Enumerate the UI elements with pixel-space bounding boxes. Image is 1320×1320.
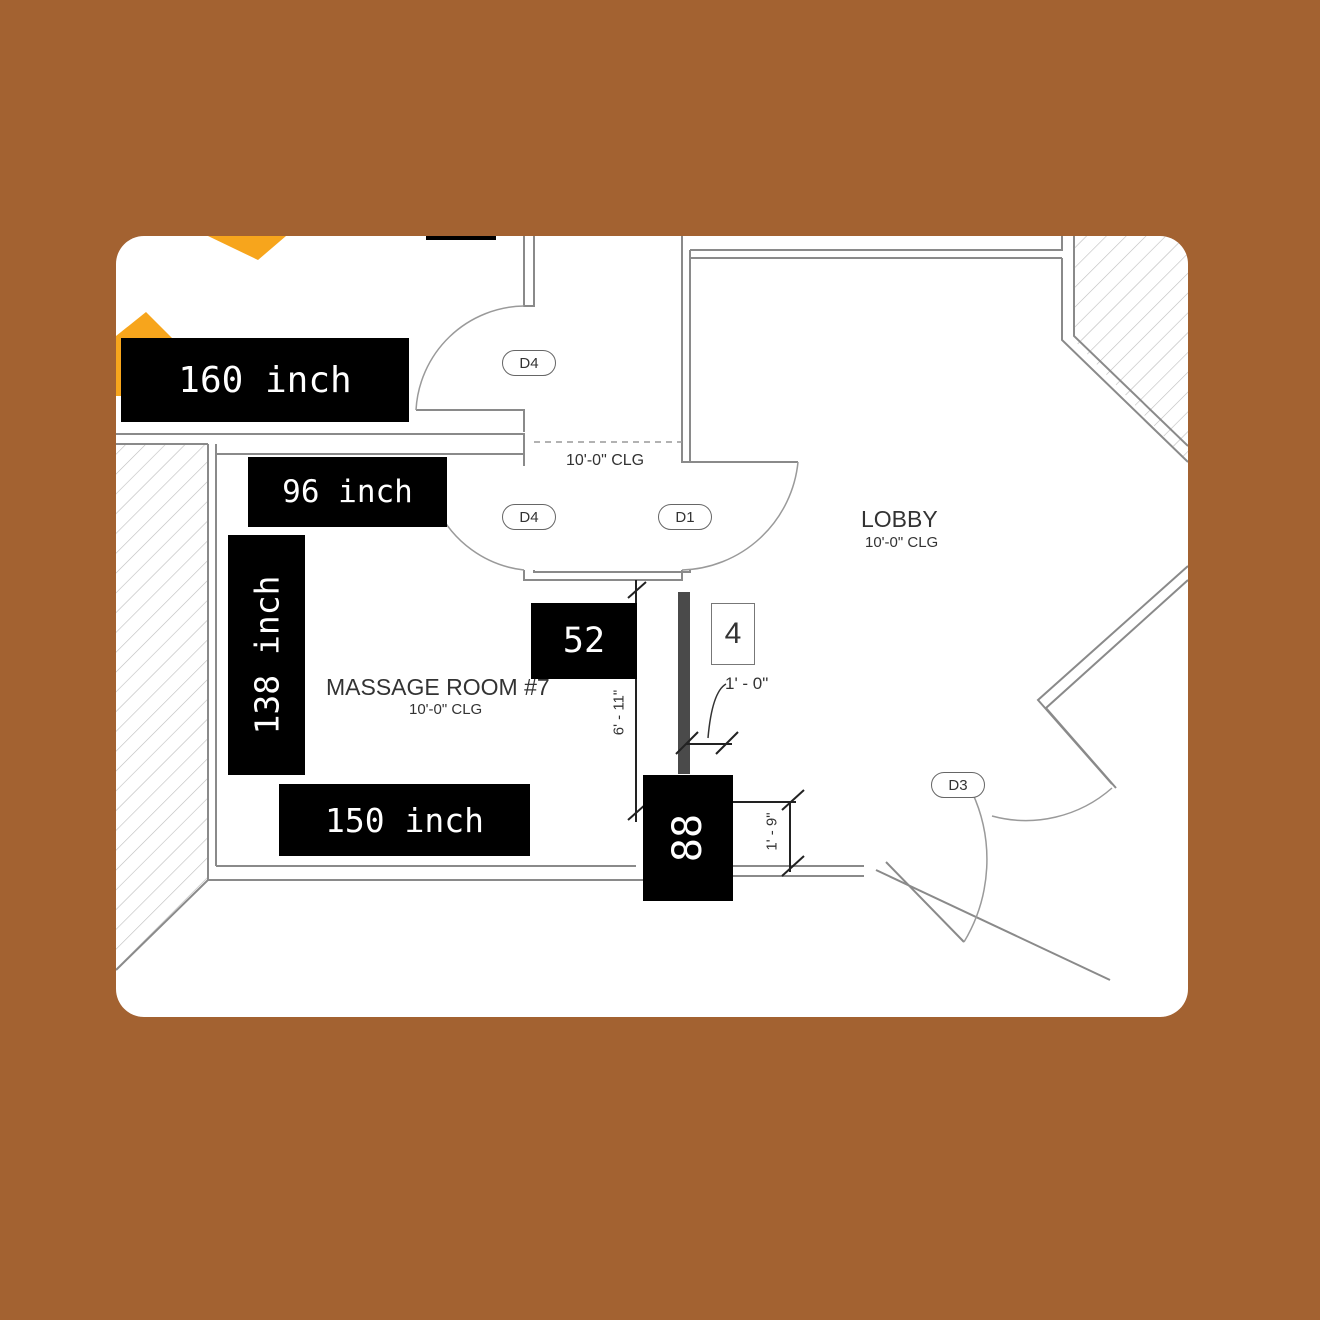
massage-room-name: MASSAGE ROOM #7 [326, 674, 550, 700]
hatched-wall-left [116, 444, 208, 970]
door-tag-d4-lower: D4 [502, 504, 556, 530]
accent-shape-top [208, 236, 286, 260]
measurement-label-160: 160 inch [121, 338, 409, 422]
measurement-label-52: 52 [531, 603, 637, 679]
measurement-label-150: 150 inch [279, 784, 530, 856]
massage-room-ceiling-label: 10'-0" CLG [409, 701, 483, 718]
partition-wall [678, 592, 690, 774]
door-swing-d3 [963, 791, 988, 943]
floor-plan-card: D4 D4 D1 D3 10'-0" CLG LOBBY 10'-0" CLG … [116, 236, 1188, 1017]
door-tag-d3: D3 [931, 772, 985, 798]
lobby-room-name: LOBBY [861, 506, 938, 532]
door-swing-d4-upper [415, 305, 525, 411]
measurement-label-138-text: 138 inch [247, 575, 286, 735]
offset-dimension-a: 1' - 0" [725, 674, 769, 693]
door-tag-d1: D1 [658, 504, 712, 530]
hatched-wall-right [1074, 236, 1188, 462]
measurement-label-96: 96 inch [248, 457, 447, 527]
measurement-label-88: 88 [643, 775, 733, 901]
measurement-label-138: 138 inch [228, 535, 305, 775]
floor-plan-drawing [116, 236, 1188, 981]
corridor-ceiling-label: 10'-0" CLG [566, 452, 645, 469]
door-tag-d4-upper: D4 [502, 350, 556, 376]
offset-dimension-b: 1' - 9" [763, 812, 781, 851]
lobby-ceiling-label: 10'-0" CLG [865, 534, 939, 551]
section-tag-box: 4 [711, 603, 755, 665]
door-swing-d1 [681, 461, 799, 571]
wall-length-dimension: 6' - 11" [610, 689, 628, 736]
measurement-label-88-text: 88 [665, 813, 711, 863]
